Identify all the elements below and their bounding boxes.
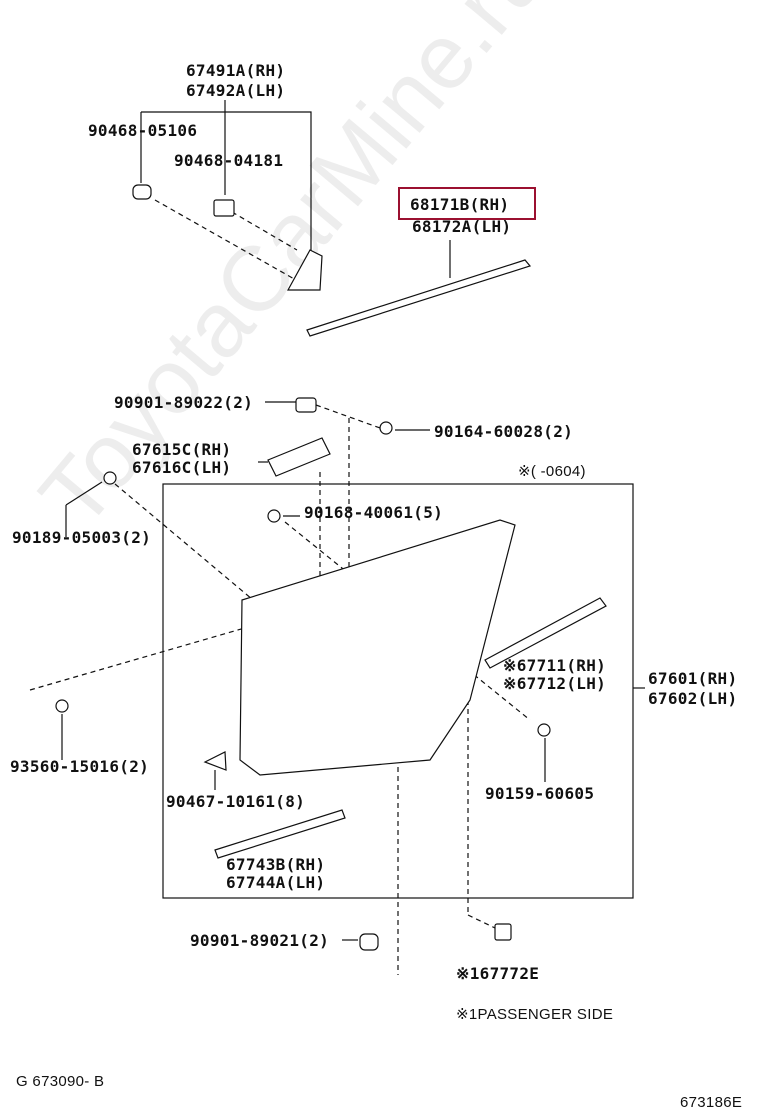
diagram-code: 673186E [680, 1094, 743, 1111]
highlight-box [398, 187, 536, 220]
screw-90159 [537, 723, 551, 737]
label-90901-89021[interactable]: 90901-89021(2) [190, 931, 330, 950]
switch-base-67615 [267, 437, 331, 477]
label-90159[interactable]: 90159-60605 [485, 784, 595, 803]
label-90468-04181[interactable]: 90468-04181 [174, 151, 284, 170]
clip-90468-04181 [213, 199, 235, 217]
weatherstrip-68171 [306, 259, 532, 337]
screw-93560 [55, 699, 69, 713]
label-67743[interactable]: 67743B(RH) [226, 855, 326, 874]
label-90164[interactable]: 90164-60028(2) [434, 422, 574, 441]
label-90168[interactable]: 90168-40061(5) [304, 503, 444, 522]
label-68171[interactable]: 68171B(RH) [410, 195, 510, 214]
door-trim-panel [239, 519, 516, 776]
corner-cover-67491 [286, 249, 323, 291]
part-67772 [494, 923, 512, 941]
leader-67491 [141, 111, 312, 268]
catalog-code: G 673090- B [16, 1073, 105, 1090]
label-67615[interactable]: 67615C(RH) [132, 440, 232, 459]
clip-90901-89022 [295, 397, 317, 413]
label-90189[interactable]: 90189-05003(2) [12, 528, 152, 547]
label-67772[interactable]: ※167772E [456, 964, 540, 983]
label-90901-89022[interactable]: 90901-89022(2) [114, 393, 254, 412]
label-68172[interactable]: 68172A(LH) [412, 217, 512, 236]
label-67491[interactable]: 67491A(RH) [186, 61, 286, 80]
note-passenger-side: ※1PASSENGER SIDE [456, 1006, 614, 1023]
note-date-range: ※( -0604) [518, 463, 586, 480]
clip-90901-89021 [359, 933, 379, 951]
screw-90168 [267, 509, 281, 523]
label-90468-05106[interactable]: 90468-05106 [88, 121, 198, 140]
label-67744[interactable]: 67744A(LH) [226, 873, 326, 892]
label-67616[interactable]: 67616C(LH) [132, 458, 232, 477]
screw-90164 [379, 421, 393, 435]
clip-90468-05106 [132, 184, 152, 200]
moulding-67711 [484, 597, 607, 669]
label-67492[interactable]: 67492A(LH) [186, 81, 286, 100]
strip-67743 [214, 809, 346, 859]
clip-90189 [103, 471, 117, 485]
label-67601[interactable]: 67601(RH) [648, 669, 738, 688]
clip-90467 [203, 751, 227, 771]
label-67712[interactable]: ※67712(LH) [503, 674, 607, 693]
label-67602[interactable]: 67602(LH) [648, 689, 738, 708]
label-67711[interactable]: ※67711(RH) [503, 656, 607, 675]
label-90467[interactable]: 90467-10161(8) [166, 792, 306, 811]
label-93560[interactable]: 93560-15016(2) [10, 757, 150, 776]
